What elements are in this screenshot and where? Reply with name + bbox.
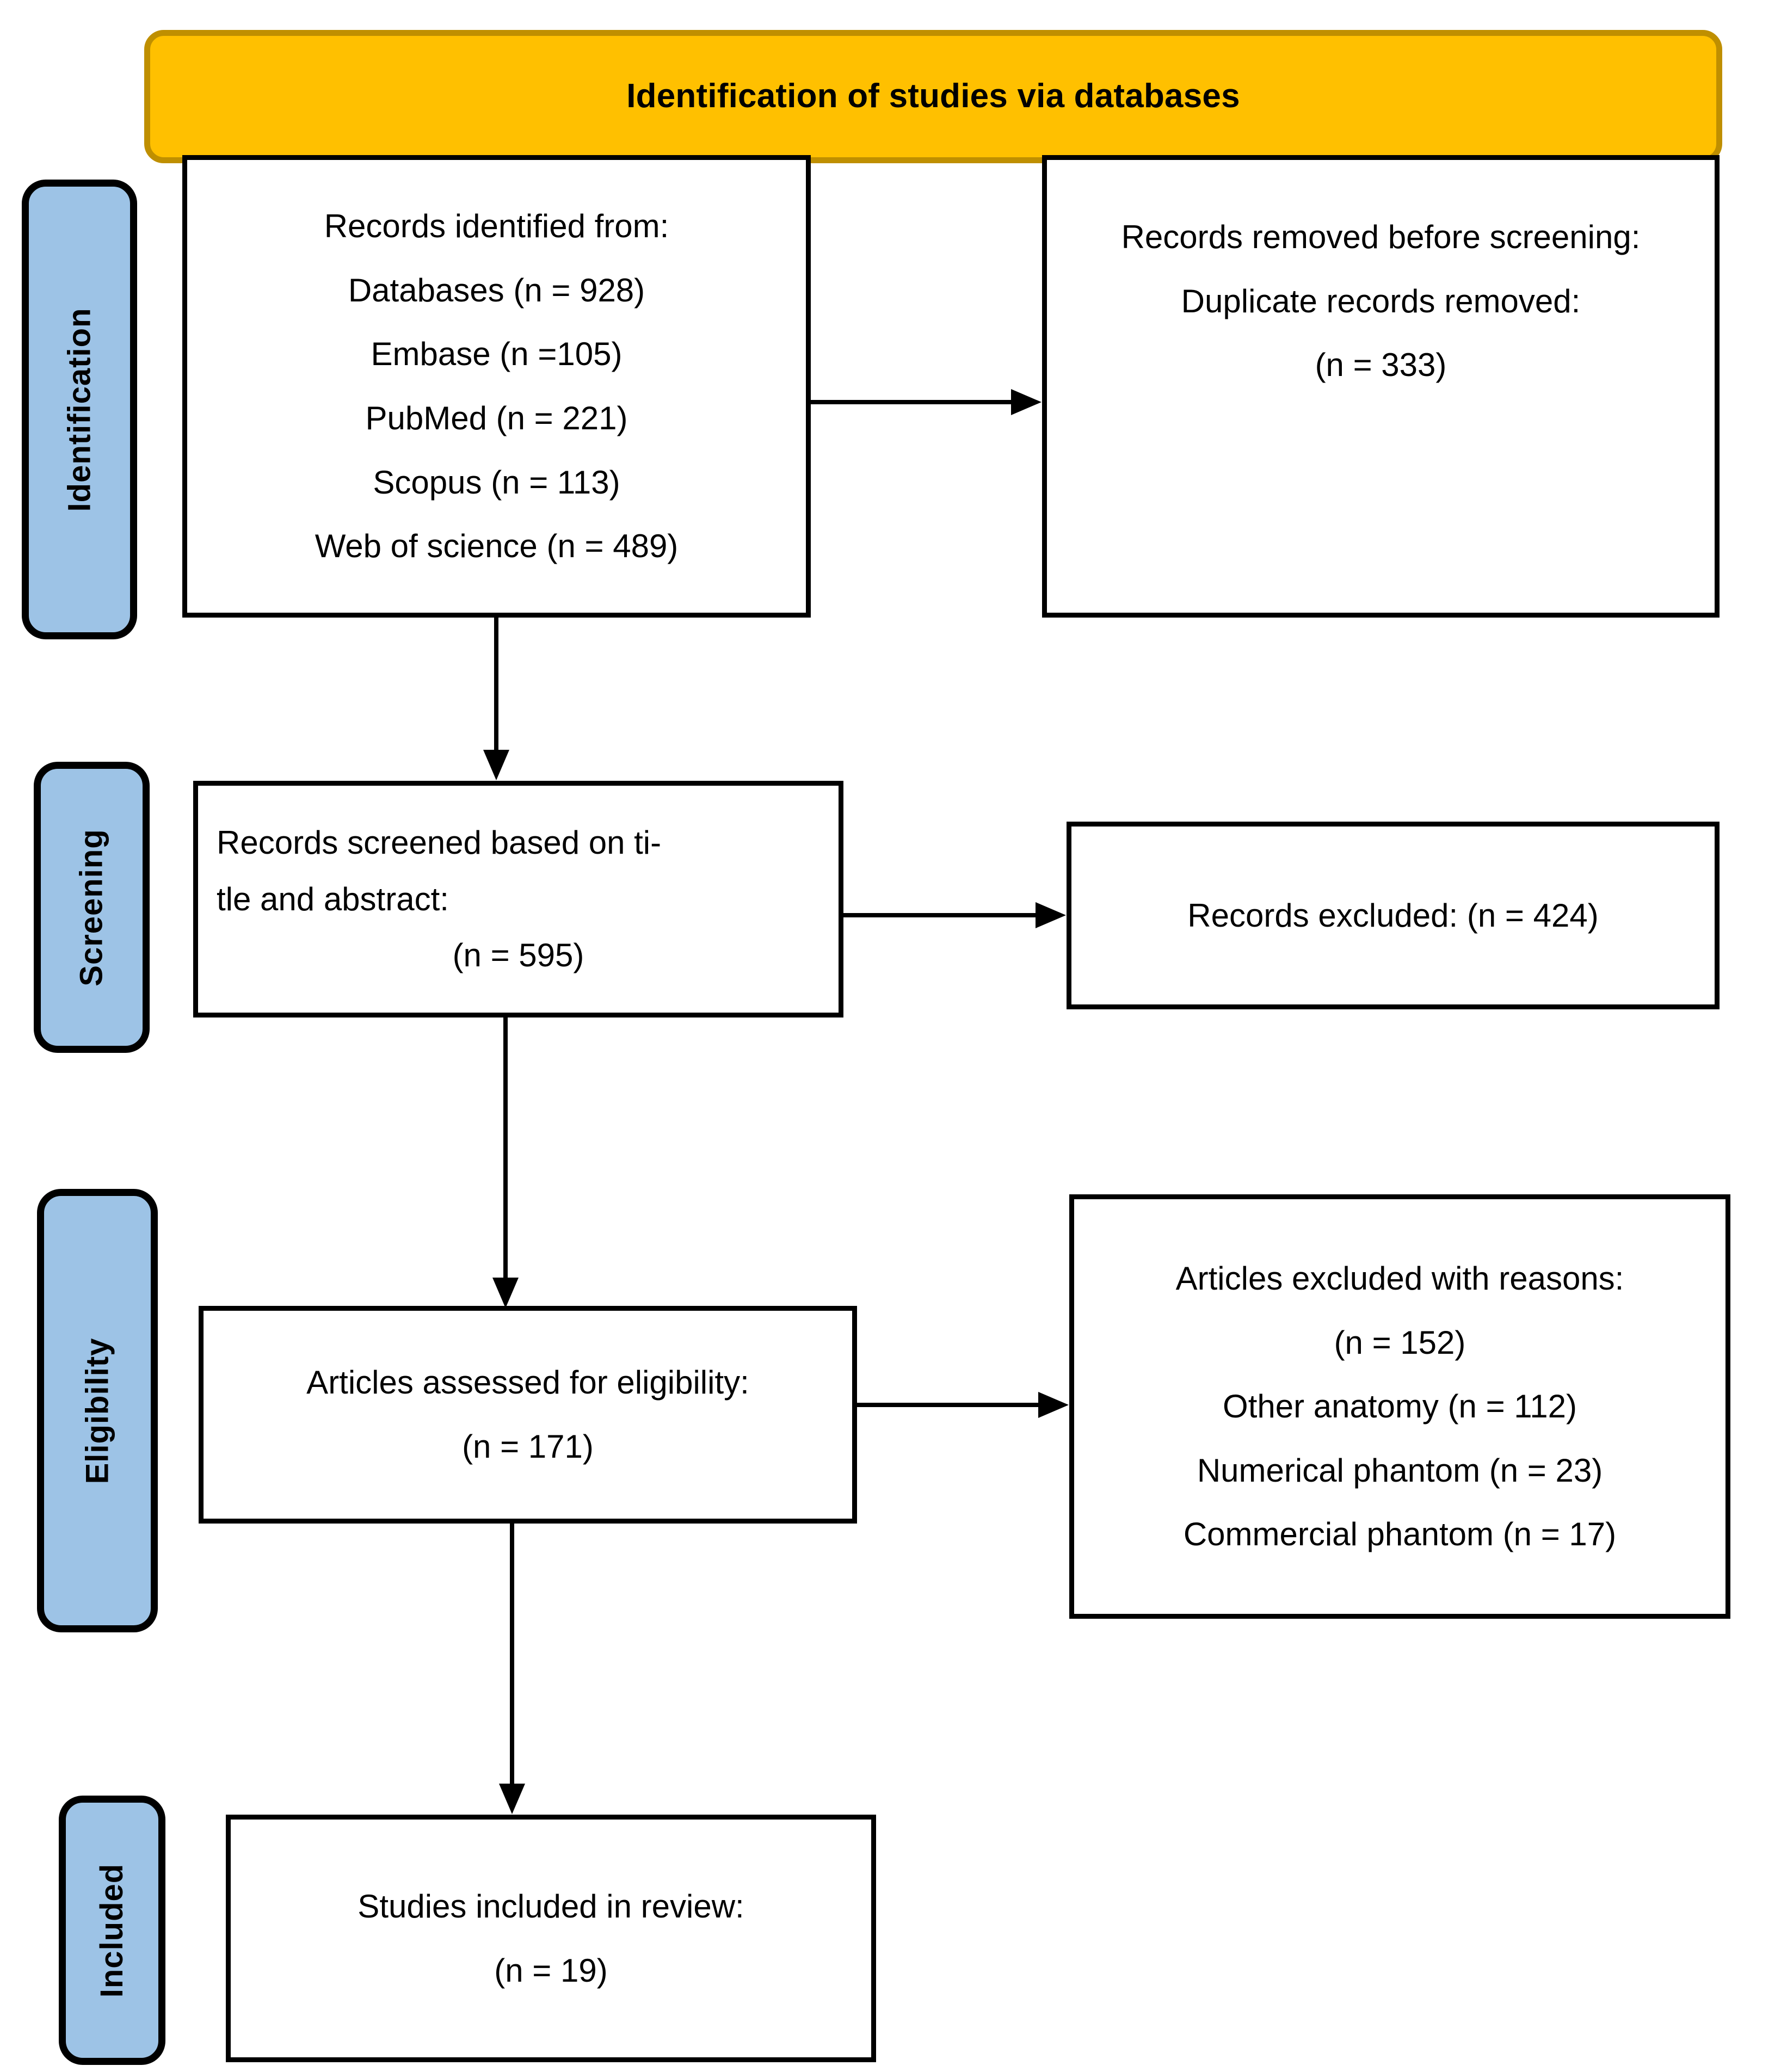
records-identified-line-2: Databases (n = 928) bbox=[348, 272, 645, 309]
articles-assessed-line-2: (n = 171) bbox=[462, 1428, 594, 1465]
records-identified-line-5: Scopus (n = 113) bbox=[373, 464, 620, 501]
records-identified-line-3: Embase (n =105) bbox=[371, 336, 623, 373]
arrowhead-identified-to-removed bbox=[1011, 389, 1042, 415]
records-identified-line-6: Web of science (n = 489) bbox=[315, 528, 679, 565]
stage-tab-identification: Identification bbox=[22, 180, 137, 639]
stage-tab-included: Included bbox=[59, 1796, 165, 2065]
stage-tab-eligibility-label: Eligibility bbox=[79, 1337, 115, 1484]
records-identified-line-1: Records identified from: bbox=[324, 208, 669, 245]
records-excluded-line-1: Records excluded: (n = 424) bbox=[1187, 897, 1599, 934]
diagram-title: Identification of studies via databases bbox=[626, 77, 1240, 115]
box-articles-excluded: Articles excluded with reasons: (n = 152… bbox=[1069, 1194, 1730, 1619]
studies-included-line-2: (n = 19) bbox=[494, 1952, 608, 1989]
connector-identified-to-removed bbox=[811, 400, 1012, 404]
box-records-identified: Records identified from: Databases (n = … bbox=[182, 155, 811, 618]
articles-excluded-line-3: Other anatomy (n = 112) bbox=[1223, 1388, 1577, 1425]
records-removed-line-1: Records removed before screening: bbox=[1121, 219, 1641, 255]
arrowhead-assessed-to-excluded bbox=[1038, 1392, 1069, 1418]
box-articles-assessed: Articles assessed for eligibility: (n = … bbox=[199, 1306, 857, 1524]
articles-excluded-line-2: (n = 152) bbox=[1334, 1324, 1466, 1361]
articles-excluded-line-4: Numerical phantom (n = 23) bbox=[1197, 1452, 1603, 1489]
box-records-screened: Records screened based on ti- tle and ab… bbox=[193, 781, 843, 1017]
records-removed-line-3: (n = 333) bbox=[1315, 347, 1447, 384]
arrowhead-assessed-to-included bbox=[499, 1784, 525, 1814]
arrowhead-screened-to-excluded bbox=[1036, 902, 1066, 928]
articles-assessed-line-1: Articles assessed for eligibility: bbox=[306, 1364, 749, 1401]
stage-tab-eligibility: Eligibility bbox=[37, 1189, 158, 1632]
box-records-excluded: Records excluded: (n = 424) bbox=[1067, 822, 1720, 1009]
records-identified-line-4: PubMed (n = 221) bbox=[365, 400, 628, 436]
records-screened-line-1: Records screened based on ti- bbox=[217, 824, 662, 861]
stage-tab-included-label: Included bbox=[94, 1863, 130, 1997]
stage-tab-identification-label: Identification bbox=[61, 307, 97, 511]
box-studies-included: Studies included in review: (n = 19) bbox=[226, 1815, 876, 2062]
records-screened-line-3: (n = 595) bbox=[452, 937, 584, 974]
connector-assessed-to-excluded bbox=[857, 1403, 1039, 1407]
records-removed-line-2: Duplicate records removed: bbox=[1181, 282, 1581, 319]
diagram-header-banner: Identification of studies via databases bbox=[144, 30, 1722, 163]
connector-screened-to-excluded bbox=[843, 913, 1037, 917]
records-screened-line-2: tle and abstract: bbox=[217, 880, 449, 917]
arrowhead-identified-to-screened bbox=[483, 750, 509, 780]
connector-assessed-to-included bbox=[510, 1524, 514, 1785]
box-records-removed: Records removed before screening: Duplic… bbox=[1042, 155, 1720, 618]
articles-excluded-line-1: Articles excluded with reasons: bbox=[1175, 1260, 1624, 1297]
arrowhead-screened-to-assessed bbox=[492, 1278, 519, 1308]
stage-tab-screening-label: Screening bbox=[73, 828, 109, 986]
connector-screened-to-assessed bbox=[503, 1017, 508, 1279]
stage-tab-screening: Screening bbox=[34, 762, 150, 1053]
studies-included-line-1: Studies included in review: bbox=[358, 1888, 744, 1925]
articles-excluded-line-5: Commercial phantom (n = 17) bbox=[1183, 1516, 1617, 1553]
connector-identified-to-screened bbox=[494, 618, 498, 751]
